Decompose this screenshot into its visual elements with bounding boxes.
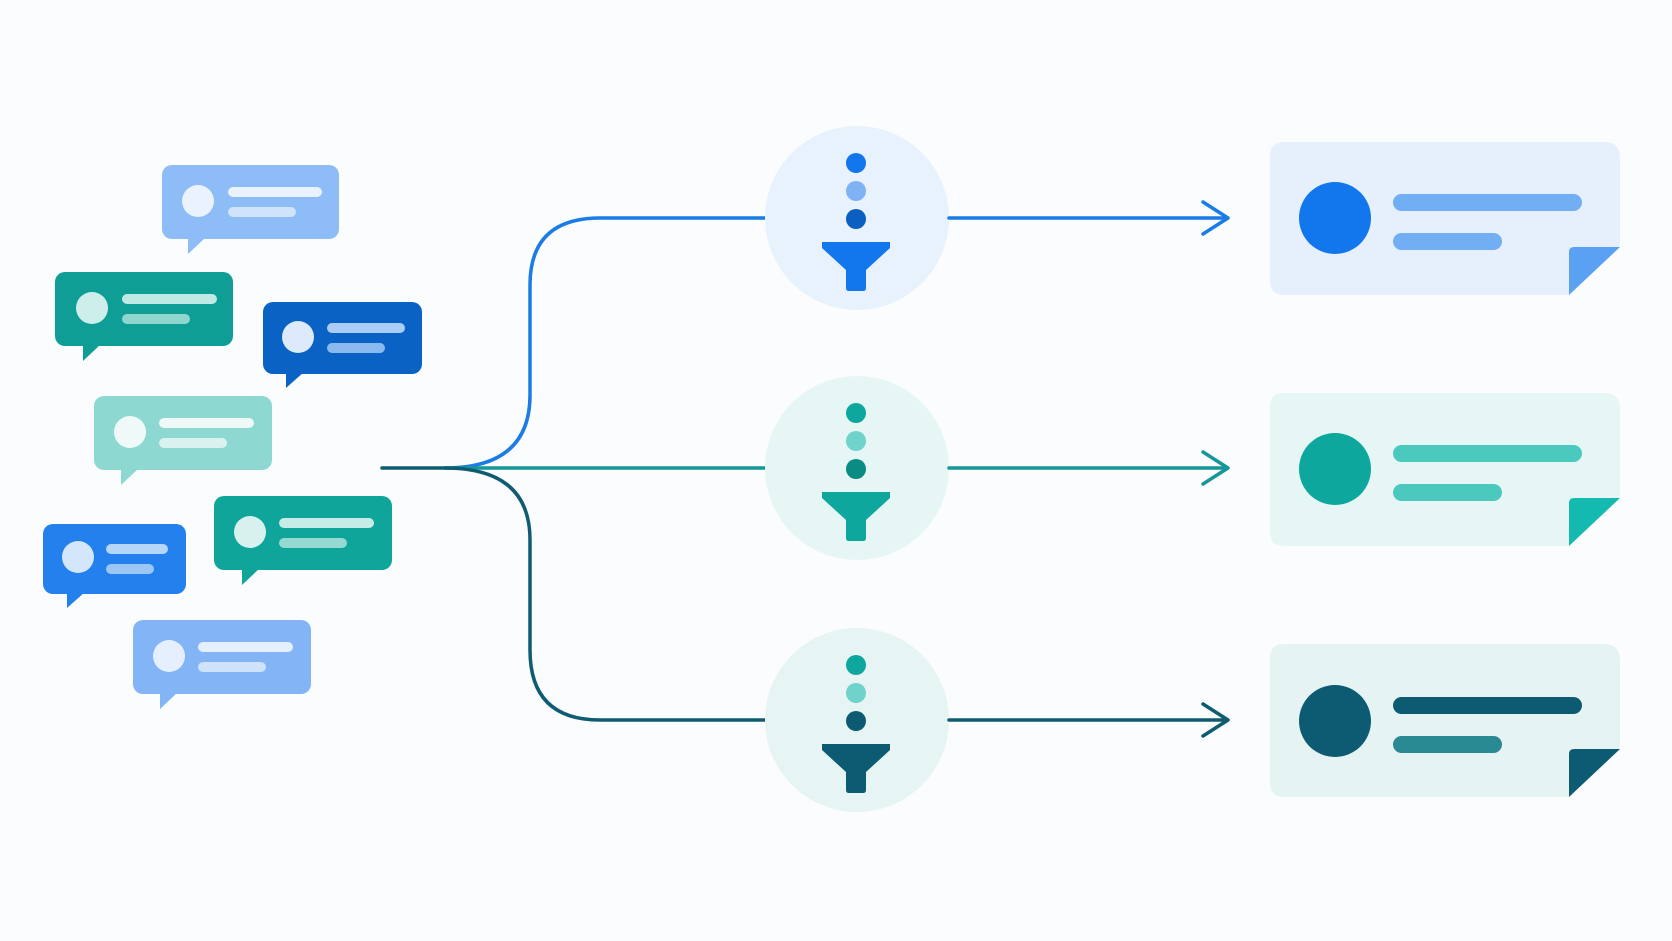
chat-bubble-icon [94, 396, 272, 485]
filter-node-middle [765, 376, 949, 560]
chat-bubble-icon [214, 496, 392, 585]
document-card-icon [1270, 142, 1620, 295]
arrow-right-icon [947, 702, 1230, 738]
filter-node-top [765, 126, 949, 310]
output-cards-group [1270, 142, 1620, 797]
filter-node-bottom [765, 628, 949, 812]
funnel-icon [822, 655, 890, 793]
document-card-icon [1270, 644, 1620, 797]
document-card-icon [1270, 393, 1620, 546]
chat-bubble-icon [43, 524, 186, 608]
input-messages-group [43, 165, 422, 709]
filters-group [765, 126, 949, 812]
chat-bubble-icon [55, 272, 233, 361]
branch-line-bottom [443, 466, 770, 722]
chat-bubble-icon [162, 165, 339, 254]
branch-connectors [380, 216, 770, 722]
chat-bubble-icon [263, 302, 422, 388]
output-arrows [947, 200, 1230, 738]
chat-bubble-icon [133, 620, 311, 709]
arrow-right-icon [947, 450, 1230, 486]
funnel-icon [822, 403, 890, 541]
arrow-right-icon [947, 200, 1230, 236]
branch-line-top [443, 216, 770, 470]
funnel-icon [822, 153, 890, 291]
